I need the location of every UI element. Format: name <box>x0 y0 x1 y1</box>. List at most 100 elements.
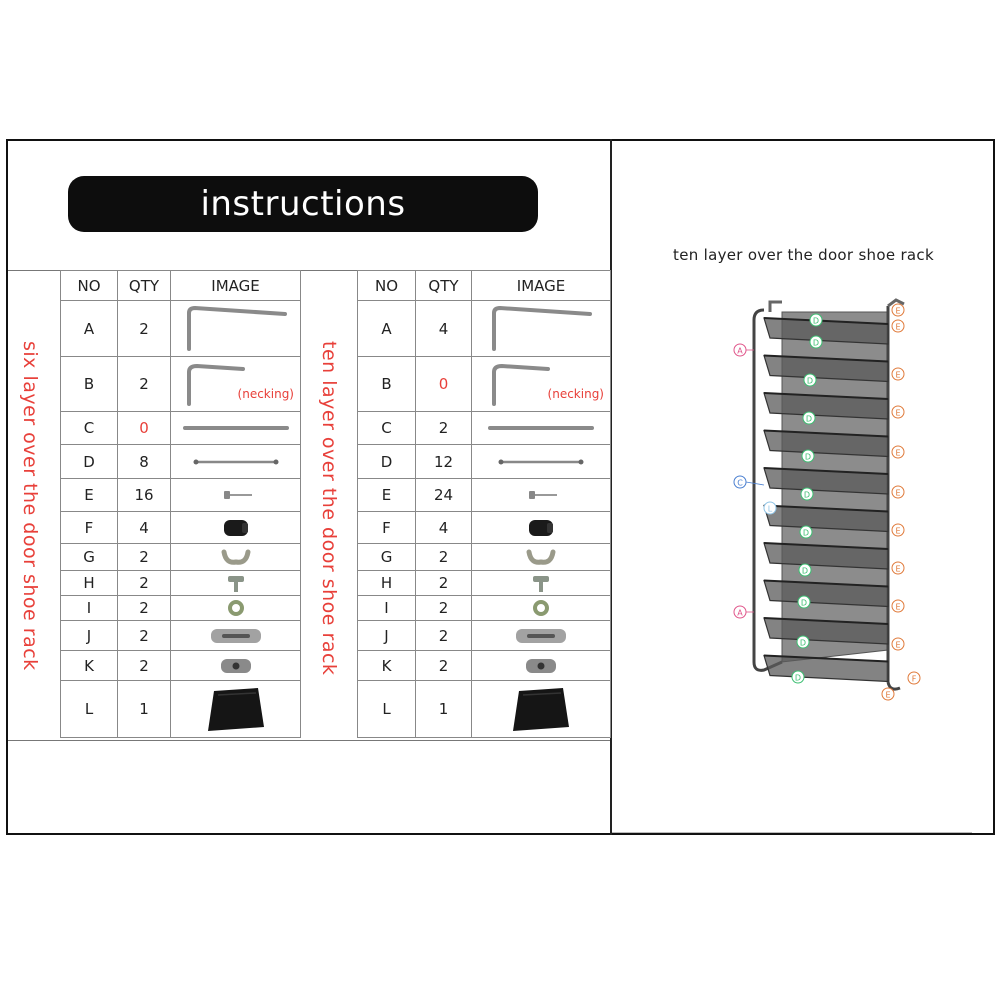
callout-e: E <box>895 323 900 332</box>
part-number-cell: K <box>60 650 118 681</box>
callout-d: D <box>801 599 807 608</box>
rack-shelf-rod <box>763 542 889 550</box>
callout-d: D <box>804 491 810 500</box>
callout-e-ring <box>891 445 905 459</box>
callout-e-ring <box>891 599 905 613</box>
ten-layer-vertical-title: ten layer over the door shoe rack <box>318 341 340 676</box>
callout-c-leader <box>745 481 765 486</box>
part-quantity-cell: 2 <box>415 595 472 621</box>
rack-bottom-foot <box>886 681 901 691</box>
column-header: QTY <box>117 270 171 301</box>
part-image-cell <box>170 478 301 512</box>
rack-frame <box>752 298 905 691</box>
part-quantity-cell: 1 <box>117 680 171 738</box>
fabric-cover-icon <box>172 685 300 733</box>
part-number-cell: C <box>60 411 118 445</box>
part-image-cell <box>471 595 611 621</box>
callout-e: E <box>895 307 900 316</box>
part-quantity-cell: 2 <box>117 300 171 357</box>
callout-e-ring <box>891 367 905 381</box>
callout-d: D <box>807 377 813 386</box>
callout-e-ring <box>891 637 905 651</box>
part-quantity-cell: 2 <box>415 620 472 651</box>
part-quantity-cell: 24 <box>415 478 472 512</box>
table-bottom-rule <box>8 740 610 741</box>
part-image-cell: (necking) <box>170 356 301 412</box>
callout-d-ring <box>809 335 823 349</box>
hook-bracket-icon <box>172 546 300 568</box>
screw-icon <box>172 489 300 501</box>
washer-icon <box>473 597 610 619</box>
rack-shelf-rod <box>763 317 889 325</box>
screw-icon <box>473 489 610 501</box>
callout-e-ring <box>891 303 905 317</box>
part-quantity-cell: 2 <box>415 570 472 596</box>
part-quantity-cell: 2 <box>117 650 171 681</box>
callout-e-ring <box>891 405 905 419</box>
rack-shelf-rod <box>763 579 889 588</box>
rack-top-left-hook <box>768 300 782 312</box>
part-quantity-cell: 2 <box>117 356 171 412</box>
part-image-cell <box>471 650 611 681</box>
part-image-cell: (necking) <box>471 356 611 412</box>
callout-a: A <box>737 347 743 356</box>
callout-e-ring <box>891 561 905 575</box>
foot-cap-icon <box>473 517 610 539</box>
callout-d: D <box>795 674 801 683</box>
part-image-cell <box>170 680 301 738</box>
callout-e: E <box>895 641 900 650</box>
callout-d: D <box>813 339 819 348</box>
clamp-plate-icon <box>172 655 300 677</box>
callout-e: E <box>895 603 900 612</box>
callout-d: D <box>800 639 806 648</box>
callout-e: E <box>895 371 900 380</box>
callout-d: D <box>803 529 809 538</box>
part-quantity-cell: 2 <box>415 543 472 571</box>
part-number-cell: H <box>357 570 416 596</box>
long-rod-icon <box>473 421 610 435</box>
foot-cap-icon <box>172 517 300 539</box>
part-number-cell: A <box>357 300 416 357</box>
table-top-rule <box>8 270 610 271</box>
panel-bottom-rule <box>612 832 972 833</box>
callout-l-ring <box>763 501 777 515</box>
fabric-cover-icon <box>473 685 610 733</box>
part-quantity-cell: 16 <box>117 478 171 512</box>
long-hook-rod-icon <box>172 305 300 353</box>
part-quantity-cell: 2 <box>415 650 472 681</box>
clamp-plate-icon <box>473 655 610 677</box>
part-number-cell: L <box>357 680 416 738</box>
part-image-cell <box>471 478 611 512</box>
part-number-cell: H <box>60 570 118 596</box>
callout-d-ring <box>799 525 813 539</box>
necking-hook-rod-icon <box>172 360 300 408</box>
column-header: IMAGE <box>471 270 611 301</box>
callout-e-ring <box>891 319 905 333</box>
part-image-cell <box>170 511 301 544</box>
callout-d: D <box>805 453 811 462</box>
part-image-cell <box>471 511 611 544</box>
long-rod-icon <box>172 421 300 435</box>
rack-shelf-rod <box>763 504 889 513</box>
part-quantity-cell: 1 <box>415 680 472 738</box>
callout-d: D <box>802 567 808 576</box>
callout-d: D <box>813 317 819 326</box>
part-number-cell: B <box>357 356 416 412</box>
hook-bracket-icon <box>473 546 610 568</box>
instructions-title-bar: instructions <box>68 176 538 232</box>
callout-d-ring <box>809 313 823 327</box>
part-image-cell <box>170 570 301 596</box>
callout-e: E <box>895 527 900 536</box>
callout-f-ring <box>907 671 921 685</box>
